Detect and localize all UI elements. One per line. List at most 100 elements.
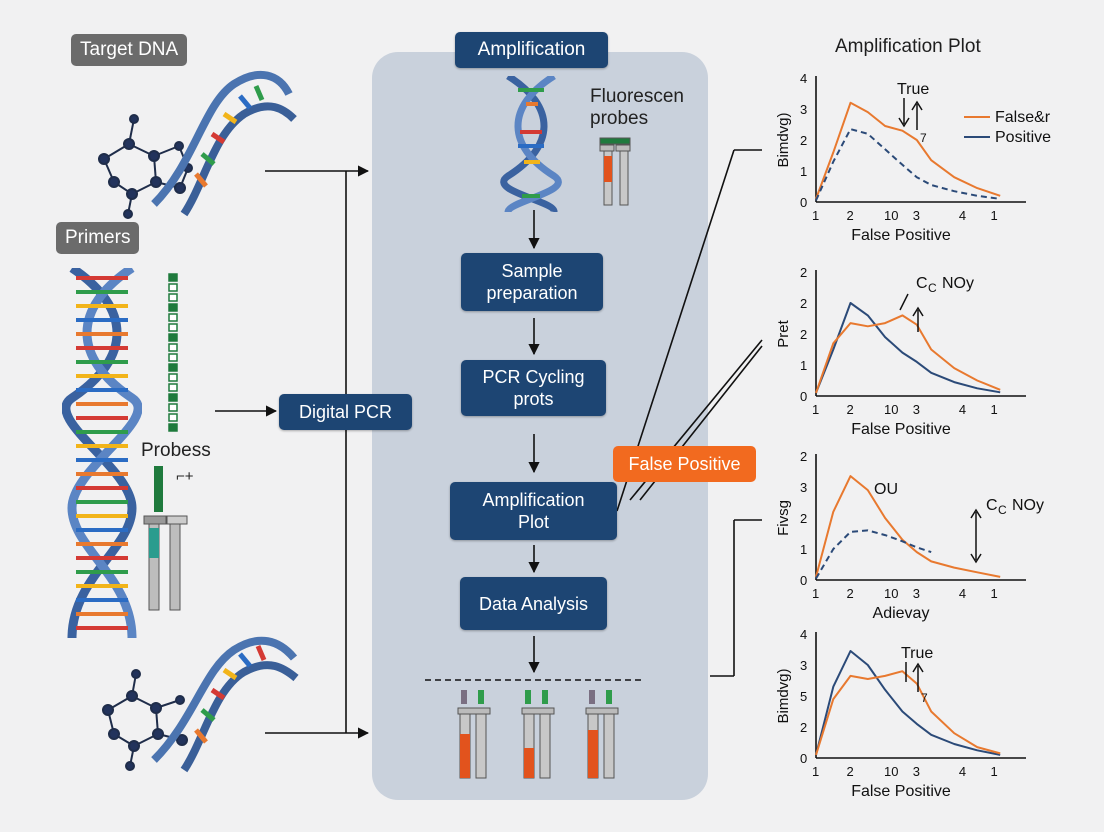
fluorescent-tubes-icon: [599, 137, 631, 206]
x-tick-label: 10: [884, 208, 898, 223]
x-axis-label: False Positive: [851, 421, 951, 438]
step-1-line2: preparation: [486, 283, 578, 303]
primer-segment: [168, 323, 178, 332]
probe-mark: ⌐+: [176, 468, 194, 485]
x-tick-label: 4: [959, 402, 966, 417]
series-line: [815, 128, 1001, 201]
step-3-line1: Amplification: [482, 490, 585, 510]
digital-pcr-box: Digital PCR: [279, 394, 412, 430]
annotation-noy: NOy: [942, 275, 974, 292]
workflow-panel: [372, 52, 708, 800]
annotation-true: True: [897, 81, 929, 98]
x-tick-label: 10: [884, 402, 898, 417]
plot-section-title: Amplification Plot: [835, 36, 981, 57]
series-line: [815, 529, 932, 580]
annotation-true: True: [901, 645, 933, 662]
primer-strand-icon: [168, 273, 178, 432]
primer-segment: [168, 423, 178, 432]
x-tick-label: 1: [990, 208, 997, 223]
primer-segment: [168, 273, 178, 282]
primer-segment: [168, 303, 178, 312]
y-tick-label: 1: [800, 542, 807, 557]
series-line: [815, 475, 1001, 578]
x-tick-label: 1: [812, 208, 819, 223]
y-tick-label: 2: [800, 296, 807, 311]
primer-segment: [168, 333, 178, 342]
x-axis-label: False Positive: [851, 227, 951, 244]
series-line: [815, 314, 1001, 394]
primer-segment: [168, 283, 178, 292]
y-tick-label: 1: [800, 358, 807, 373]
annotation-7: 7: [920, 131, 927, 145]
x-axis-label: False Positive: [851, 783, 951, 800]
x-tick-label: 2: [847, 586, 854, 601]
amplification-header: Amplification: [455, 32, 608, 68]
fluor-line1: Fluorescen: [590, 86, 684, 107]
primer-segment: [168, 313, 178, 322]
annotation-ou: OU: [874, 481, 898, 498]
y-tick-label: 2: [800, 133, 807, 148]
x-tick-label: 2: [847, 402, 854, 417]
primer-segment: [168, 343, 178, 352]
step-data-analysis: Data Analysis: [460, 577, 607, 630]
annotation-c2: C: [928, 281, 937, 295]
y-tick-label: 0: [800, 195, 807, 210]
step-2-line2: prots: [513, 389, 554, 409]
annotation-c1: C: [986, 497, 998, 514]
step-4-line1: Data Analysis: [478, 593, 589, 614]
y-tick-label: 2: [800, 327, 807, 342]
y-tick-label: 5: [800, 689, 807, 704]
fluor-line2: probes: [590, 108, 649, 129]
fluorescent-probes-label: Fluorescen probes: [590, 86, 684, 130]
x-tick-label: 4: [959, 586, 966, 601]
x-tick-label: 1: [990, 586, 997, 601]
step-3-line2: Plot: [517, 512, 549, 532]
x-tick-label: 10: [884, 586, 898, 601]
x-tick-label: 1: [990, 764, 997, 779]
series-line: [815, 650, 1001, 756]
y-tick-label: 4: [800, 71, 807, 86]
false-positive-tag: False Positive: [613, 446, 756, 482]
center-dna-icon: [500, 76, 562, 212]
x-tick-label: 3: [913, 586, 920, 601]
x-tick-label: 4: [959, 208, 966, 223]
annotation-noy: NOy: [1012, 497, 1044, 514]
sample-tube-pair: [585, 690, 619, 779]
x-tick-label: 1: [990, 402, 997, 417]
x-tick-label: 3: [913, 764, 920, 779]
legend-label: False&r: [995, 109, 1051, 126]
y-tick-label: 2: [800, 511, 807, 526]
primer-segment: [168, 413, 178, 422]
y-axis-label: Bimdvg): [775, 668, 792, 723]
dna-helix-icon: [62, 268, 142, 638]
sample-tubes-icon: [457, 690, 619, 779]
molecule-dna-bottom-icon: [102, 636, 299, 773]
annotation-c1: C: [916, 275, 928, 292]
annotation-7: 7: [921, 691, 928, 705]
y-axis-label: Bimdvg): [775, 112, 792, 167]
y-tick-label: 0: [800, 751, 807, 766]
legend-label: Positive: [995, 129, 1051, 146]
molecule-dna-top-icon: [98, 71, 297, 219]
y-tick-label: 2: [800, 720, 807, 735]
x-tick-label: 4: [959, 764, 966, 779]
series-line: [815, 670, 1001, 756]
x-tick-label: 1: [812, 402, 819, 417]
step-1-line1: Sample: [501, 261, 563, 281]
y-tick-label: 1: [800, 164, 807, 179]
primer-segment: [168, 293, 178, 302]
primer-segment: [168, 393, 178, 402]
y-tick-label: 0: [800, 389, 807, 404]
x-tick-label: 2: [847, 764, 854, 779]
y-tick-label: 2: [800, 449, 807, 464]
y-axis-label: Pret: [775, 319, 792, 347]
y-tick-label: 0: [800, 573, 807, 588]
